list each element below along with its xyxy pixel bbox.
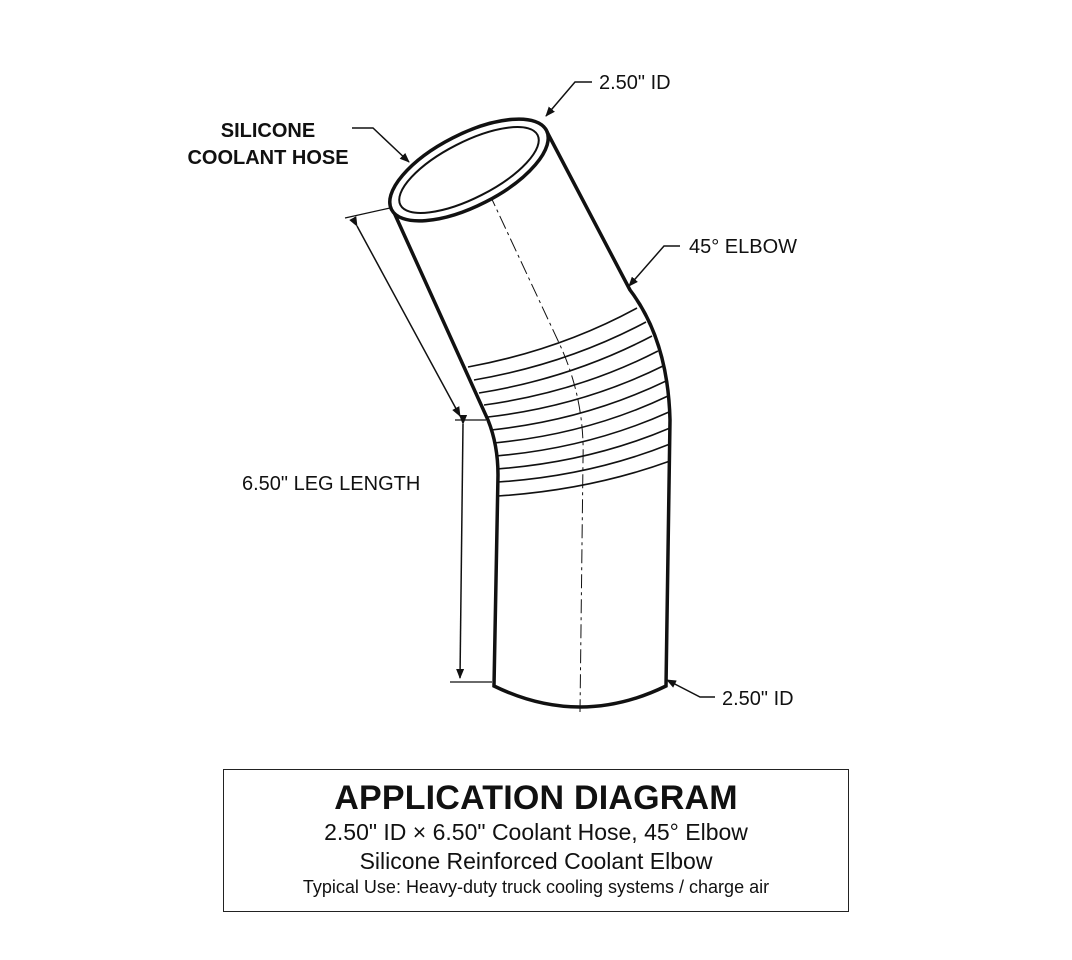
- hose-spec-line: 2.50" ID × 6.50" Coolant Hose, 45° Elbow: [324, 819, 748, 845]
- top-id-label: 2.50" ID: [599, 72, 671, 94]
- hose-leader: [352, 127, 410, 163]
- bottom-id-label: 2.50" ID: [722, 688, 794, 710]
- elbow-leader: [628, 245, 680, 287]
- leg-length-label: 6.50" LEG LENGTH: [242, 473, 420, 495]
- hose-label-line1: SILICONE: [221, 120, 315, 142]
- top-id-leader: [545, 81, 592, 117]
- elbow-ribs: [467, 307, 671, 497]
- hose-label-line2: COOLANT HOSE: [187, 147, 348, 169]
- elbow-label: 45° ELBOW: [689, 236, 797, 258]
- typical-use-line: Typical Use: Heavy-duty truck cooling sy…: [302, 877, 770, 897]
- top-opening-outer: [388, 117, 550, 223]
- top-opening-inner: [398, 126, 540, 214]
- diagram-title: APPLICATION DIAGRAM: [334, 779, 738, 817]
- hose-description-line: Silicone Reinforced Coolant Elbow: [359, 848, 713, 874]
- title-block: APPLICATION DIAGRAM 2.50" ID × 6.50" Coo…: [223, 769, 849, 912]
- centerline: [467, 147, 584, 713]
- leader-lines: [352, 81, 715, 698]
- hose-body: [388, 117, 672, 713]
- bottom-id-leader: [666, 679, 715, 698]
- leg-length-dimension: [344, 207, 492, 683]
